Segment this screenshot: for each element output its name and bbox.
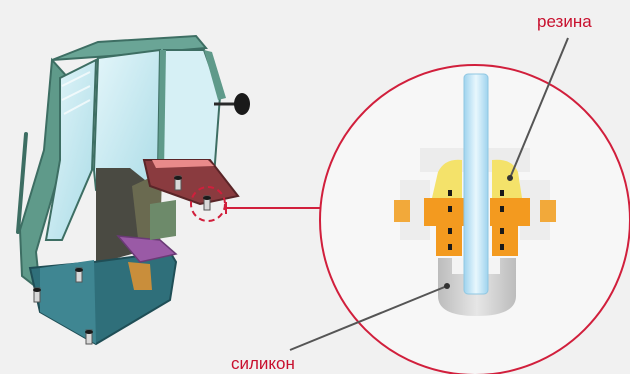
rubber-label: резина: [537, 12, 592, 31]
rubber-leader-line: [509, 37, 569, 179]
silicone-leader-line: [289, 285, 448, 351]
silicone-label: силикон: [231, 354, 295, 373]
magnified-mount-detail: [320, 65, 630, 374]
tractor-cab-illustration: [16, 34, 250, 346]
zoom-circle-outline: [319, 64, 630, 374]
